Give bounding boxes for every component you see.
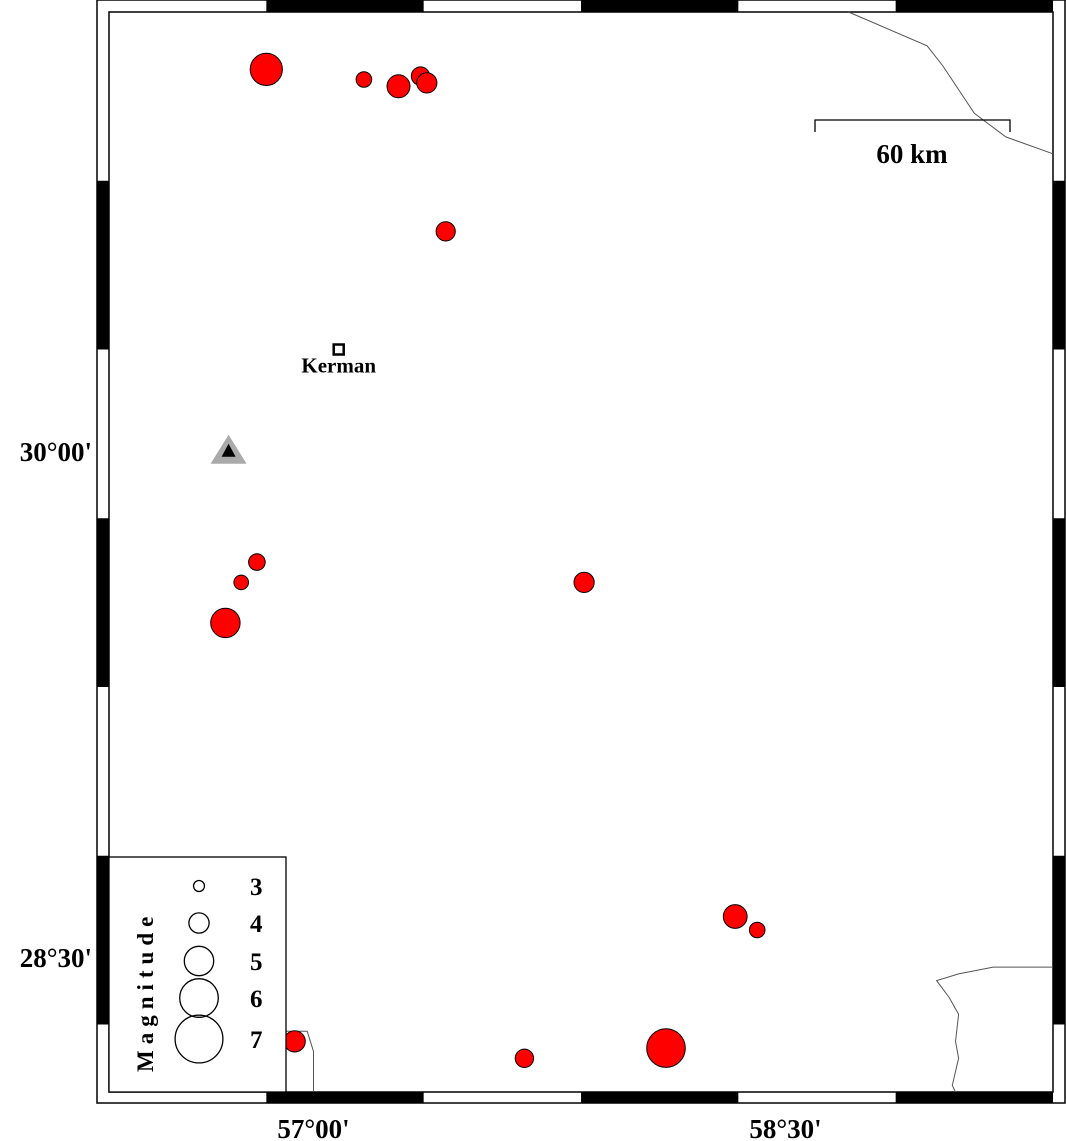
legend-circle xyxy=(192,879,206,893)
frame-bar-left xyxy=(97,180,109,350)
earthquake-event xyxy=(416,72,438,94)
earthquake-event xyxy=(249,52,283,87)
square-marker-icon xyxy=(332,343,345,356)
lat-tick-label: 28°30' xyxy=(20,943,92,973)
coastlines xyxy=(269,11,1054,1093)
frame-bar-bottom xyxy=(581,1092,739,1103)
legend-value: 7 xyxy=(250,1027,263,1054)
legend-entries: 3 4 5 6 7 xyxy=(174,874,263,1064)
city-label: Kerman xyxy=(301,354,376,378)
coastline xyxy=(848,11,1054,155)
scale-bar: 60 km xyxy=(814,119,1011,169)
frame-bar-top xyxy=(266,0,424,12)
coastline xyxy=(935,966,1053,1093)
legend-title: Magnitude xyxy=(133,911,158,1072)
legend-value: 3 xyxy=(250,874,263,901)
legend-value: 5 xyxy=(250,949,263,976)
earthquake-event xyxy=(233,574,249,591)
axis-labels: 57°00' 58°30' 30°00' 28°30' xyxy=(20,437,822,1141)
legend-circle xyxy=(183,945,215,977)
map-frame xyxy=(96,0,1066,1104)
earthquake-event xyxy=(248,553,266,571)
earthquake-event xyxy=(722,904,748,929)
seismic-station xyxy=(210,434,247,464)
earthquake-event xyxy=(748,921,766,939)
legend-circle xyxy=(179,978,219,1018)
legend-value: 4 xyxy=(250,911,263,938)
legend-box xyxy=(108,856,287,1093)
earthquake-event xyxy=(646,1028,686,1068)
frame-bar-left xyxy=(97,518,109,687)
frame-bar-bottom xyxy=(266,1092,424,1103)
legend-circle xyxy=(174,1014,224,1064)
lon-tick-label: 57°00' xyxy=(277,1114,349,1141)
frame-bar-right xyxy=(1053,180,1065,350)
city-kerman: Kerman xyxy=(301,343,376,378)
frame-bar-bottom xyxy=(895,1092,1053,1103)
earthquake-event xyxy=(573,571,595,594)
scale-bar-line xyxy=(814,119,1011,132)
legend-value: 6 xyxy=(250,986,263,1013)
frame-bar-right xyxy=(1053,855,1065,1025)
frame-bar-top xyxy=(895,0,1053,12)
coastline xyxy=(269,1030,314,1092)
earthquake-event xyxy=(514,1048,535,1069)
lon-tick-label: 58°30' xyxy=(749,1114,821,1141)
earthquake-event xyxy=(283,1030,306,1053)
frame-bar-right xyxy=(1053,518,1065,687)
magnitude-legend: Magnitude 3 4 5 6 7 xyxy=(108,856,287,1093)
earthquake-event xyxy=(435,221,456,242)
frame-bar-top xyxy=(581,0,739,12)
triangle-station-inner-icon xyxy=(221,443,236,457)
earthquake-event xyxy=(386,74,411,99)
earthquake-event xyxy=(355,71,373,88)
scale-bar-label: 60 km xyxy=(876,139,948,169)
frame-checker-bars xyxy=(97,0,1065,1103)
earthquake-events xyxy=(210,52,766,1069)
earthquake-event xyxy=(210,607,241,639)
legend-circle xyxy=(188,912,210,934)
lat-tick-label: 30°00' xyxy=(20,437,92,467)
frame-bar-left xyxy=(97,855,109,1025)
